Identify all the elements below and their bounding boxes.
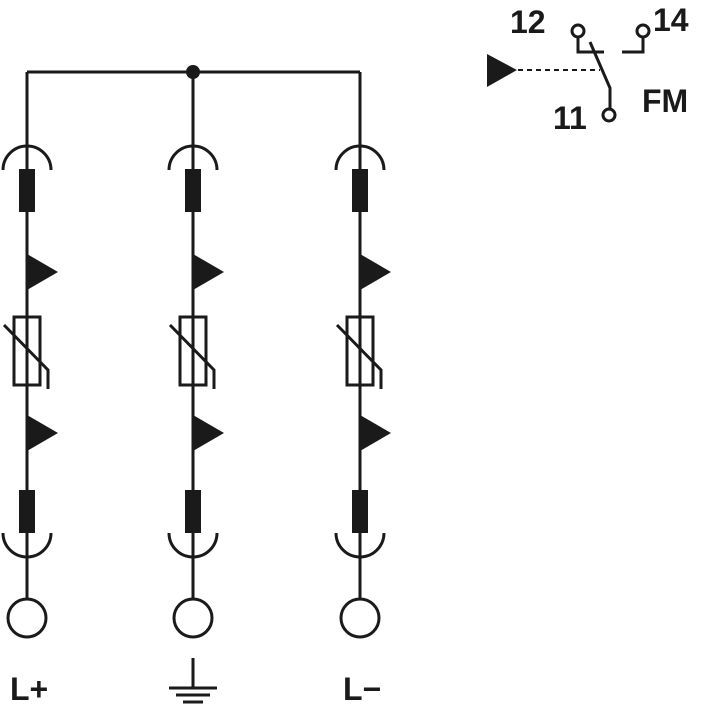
terminal-12-label: 12 (510, 4, 546, 40)
varistor-diagonal (168, 323, 216, 389)
varistor-body (178, 315, 208, 387)
terminal-circle (6, 597, 48, 639)
upper-plug-arc (1, 144, 53, 171)
lower-plug-arc (1, 532, 53, 559)
terminal-label-l-plus: L+ (10, 671, 48, 707)
upper-fuse-block (185, 169, 201, 212)
spark-gap-triangle-icon (27, 415, 58, 451)
terminal-circle (172, 597, 214, 639)
remote-signal-contact (518, 23, 651, 123)
upper-plug-arc (167, 144, 219, 171)
lower-fuse-block (352, 490, 368, 533)
spark-gap-triangle-icon (193, 415, 224, 451)
lower-plug-arc (167, 532, 219, 559)
upper-fuse-block (352, 169, 368, 212)
varistor-body (12, 315, 42, 387)
terminal-label-l-minus: L− (343, 671, 381, 707)
terminal-12-circle (570, 23, 586, 39)
junction-dot (186, 65, 200, 79)
varistor-diagonal (335, 323, 383, 389)
terminal-14-circle (635, 23, 651, 39)
actuator-triangle-icon (487, 54, 517, 87)
terminal-circle (339, 597, 381, 639)
lower-fuse-block (185, 490, 201, 533)
varistor-diagonal (2, 323, 50, 389)
contact-14-lead (622, 37, 645, 54)
spark-gap-triangle-icon (27, 254, 58, 290)
upper-plug-arc (334, 144, 386, 171)
terminal-11-circle (601, 107, 617, 123)
top-bus-line (25, 70, 362, 148)
terminal-14-label: 14 (653, 2, 689, 38)
lower-fuse-block (19, 490, 35, 533)
ground-icon (169, 658, 217, 704)
spark-gap-triangle-icon (360, 254, 391, 290)
lower-plug-arc (334, 532, 386, 559)
switch-blade (588, 41, 612, 109)
terminal-11-label: 11 (553, 100, 587, 136)
spark-gap-triangle-icon (193, 254, 224, 290)
spark-gap-triangle-icon (360, 415, 391, 451)
varistor-body (345, 315, 375, 387)
upper-fuse-block (19, 169, 35, 212)
fm-label: FM (642, 83, 688, 119)
